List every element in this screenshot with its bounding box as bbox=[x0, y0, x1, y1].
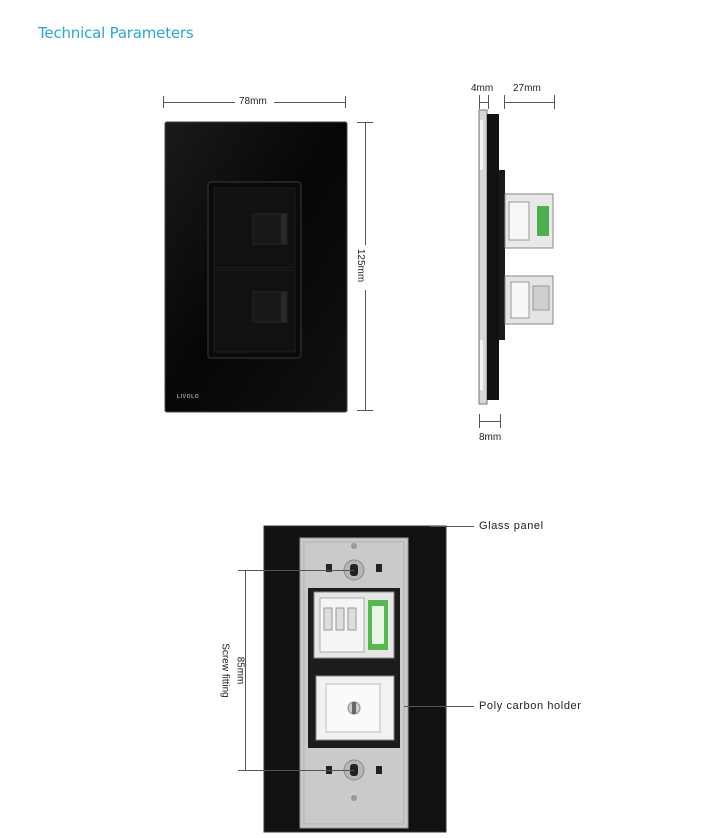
width-dim-line-right bbox=[274, 102, 346, 103]
glass-panel-leader bbox=[430, 526, 474, 527]
glass-thickness-label: 4mm bbox=[471, 83, 494, 94]
back-view: Glass panel Poly carbon holder 85mm Scre… bbox=[0, 480, 720, 838]
front-panel bbox=[164, 121, 348, 413]
screw-dim-tick-bottom bbox=[238, 770, 354, 771]
bottom-dim-label: 8mm bbox=[479, 432, 502, 443]
screw-distance-label: 85mm bbox=[234, 656, 246, 685]
bottom-dim-tick-right bbox=[500, 414, 501, 428]
back-panel bbox=[263, 525, 447, 833]
depth-dim-line bbox=[504, 102, 554, 103]
depth-label: 27mm bbox=[513, 83, 541, 94]
screw-fitting-label: Screw fitting bbox=[219, 643, 231, 698]
side-view: 4mm 27mm 8mm bbox=[471, 83, 555, 443]
screw-dim-tick-top bbox=[238, 570, 354, 571]
width-dim-line-left bbox=[163, 102, 235, 103]
bottom-dim-line bbox=[479, 421, 500, 422]
holder-label: Poly carbon holder bbox=[479, 700, 582, 712]
glass-dim-line bbox=[479, 102, 488, 103]
page-title: Technical Parameters bbox=[38, 24, 194, 42]
holder-leader bbox=[404, 706, 474, 707]
brand-logo: LIVOLO bbox=[177, 394, 200, 400]
height-dim-line-top bbox=[365, 122, 366, 245]
front-view: 78mm LIVOLO 125mm bbox=[163, 96, 373, 413]
width-dim-label: 78mm bbox=[239, 96, 267, 107]
dim-tick-b bbox=[488, 95, 489, 109]
glass-panel-label: Glass panel bbox=[479, 520, 544, 532]
height-dim-line-bottom bbox=[365, 290, 366, 411]
screw-dim-line bbox=[245, 570, 246, 771]
dim-tick-d bbox=[554, 95, 555, 109]
side-profile bbox=[478, 109, 554, 405]
